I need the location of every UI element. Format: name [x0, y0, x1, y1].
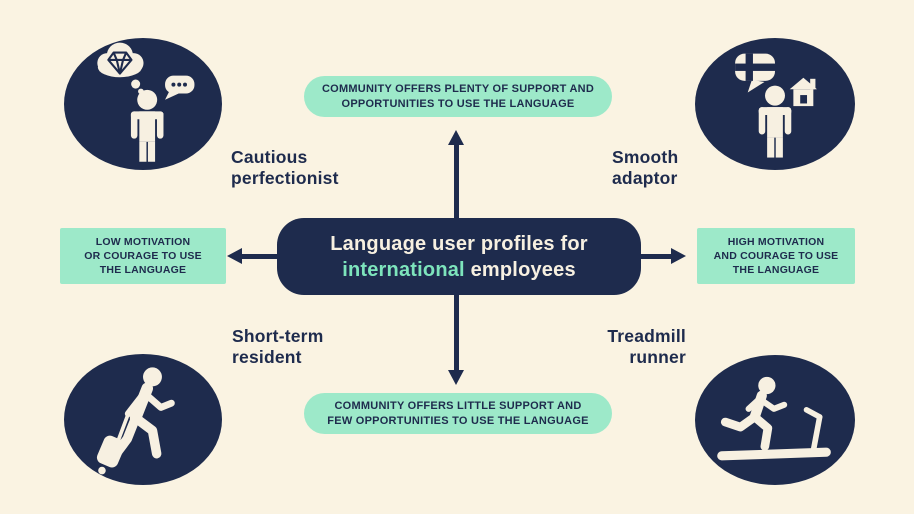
quadrant-label-smooth-adaptor: Smooth adaptor [612, 147, 678, 189]
arrow-up-icon [448, 130, 464, 145]
quadrant-label-line: Cautious [231, 147, 308, 167]
person-thinking-diamond-speech-icon [97, 42, 195, 162]
ellipse-cautious-perfectionist [64, 38, 222, 170]
quadrant-label-short-term-resident: Short-term resident [232, 326, 323, 368]
axis-label-left-line1: LOW MOTIVATION [95, 236, 191, 248]
axis-label-bottom: COMMUNITY OFFERS LITTLE SUPPORT AND FEW … [304, 393, 612, 434]
axis-label-top-line2: OPPORTUNITIES TO USE THE LANGUAGE [341, 97, 575, 110]
ellipse-smooth-adaptor [695, 38, 855, 170]
axis-label-right-line1: HIGH MOTIVATION [727, 236, 825, 248]
person-flag-speech-house-icon [735, 53, 817, 158]
title-highlight: international [342, 258, 465, 281]
quadrant-label-line: perfectionist [231, 168, 339, 188]
title-line2-rest: employees [464, 258, 576, 281]
axis-label-right-line2: AND COURAGE TO USE [713, 250, 839, 262]
axis-label-left-line2: OR COURAGE TO USE [84, 250, 202, 262]
quadrant-label-cautious-perfectionist: Cautious perfectionist [231, 147, 339, 189]
axis-label-bottom-line2: FEW OPPORTUNITIES TO USE THE LANGUAGE [327, 414, 589, 427]
axis-label-bottom-line1: COMMUNITY OFFERS LITTLE SUPPORT AND [334, 400, 582, 412]
axis-label-top-line1: COMMUNITY OFFERS PLENTY OF SUPPORT AND [321, 83, 595, 95]
arrow-down-icon [448, 370, 464, 385]
axis-label-top: COMMUNITY OFFERS PLENTY OF SUPPORT AND O… [304, 76, 612, 117]
arrow-right-icon [671, 248, 686, 264]
quadrant-label-line: runner [629, 347, 686, 367]
quadrant-label-treadmill-runner: Treadmill runner [607, 326, 686, 368]
traveler-with-luggage-icon [96, 367, 175, 475]
quadrant-label-line: Smooth [612, 147, 679, 167]
quadrant-label-line: Short-term [232, 326, 324, 346]
axis-label-left-line3: THE LANGUAGE [99, 264, 187, 276]
center-title-box: Language user profiles for international… [277, 218, 641, 295]
runner-on-treadmill-icon [717, 376, 831, 461]
ellipse-short-term-resident [64, 354, 222, 485]
quadrant-label-line: Treadmill [607, 326, 686, 346]
axis-label-right-line3: THE LANGUAGE [732, 264, 820, 276]
quadrant-label-line: adaptor [612, 168, 678, 188]
ellipse-treadmill-runner [695, 355, 855, 485]
title-line1: Language user profiles for [330, 232, 588, 255]
axis-label-left: LOW MOTIVATION OR COURAGE TO USE THE LAN… [60, 228, 226, 284]
quadrant-label-line: resident [232, 347, 302, 367]
axis-label-right: HIGH MOTIVATION AND COURAGE TO USE THE L… [697, 228, 855, 284]
arrow-left-icon [227, 248, 242, 264]
title-line2: international employees [342, 257, 576, 283]
